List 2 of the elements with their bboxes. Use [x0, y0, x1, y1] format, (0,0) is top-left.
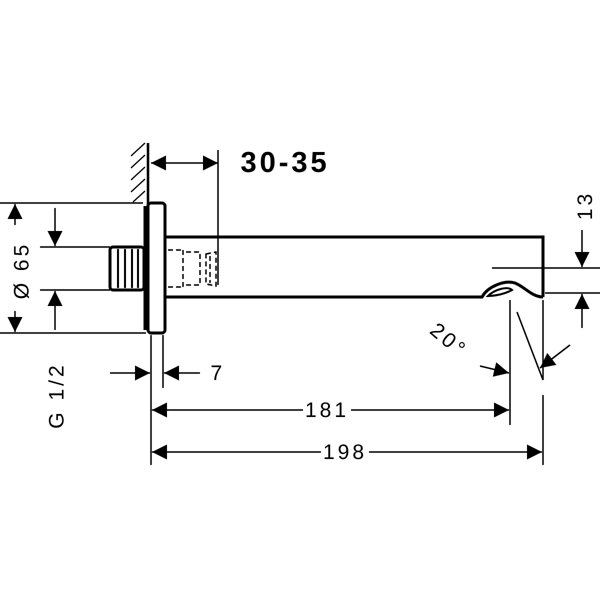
dimension-label: 198: [321, 442, 370, 462]
dimension-label: 181: [303, 400, 352, 420]
